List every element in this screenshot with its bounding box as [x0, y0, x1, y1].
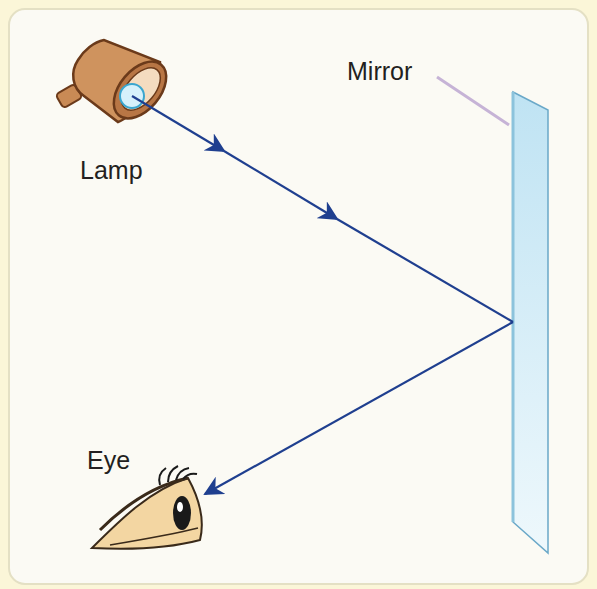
light-ray — [132, 96, 513, 494]
mirror-edge — [512, 92, 515, 522]
part-label: Eye — [87, 447, 130, 475]
part-label: Lamp — [80, 157, 143, 185]
part-label: Mirror — [347, 58, 412, 86]
mirror-pane — [513, 92, 548, 553]
panel — [9, 9, 588, 584]
eye-icon — [92, 466, 202, 549]
leader-line — [437, 77, 509, 125]
lamp-icon — [55, 40, 176, 128]
